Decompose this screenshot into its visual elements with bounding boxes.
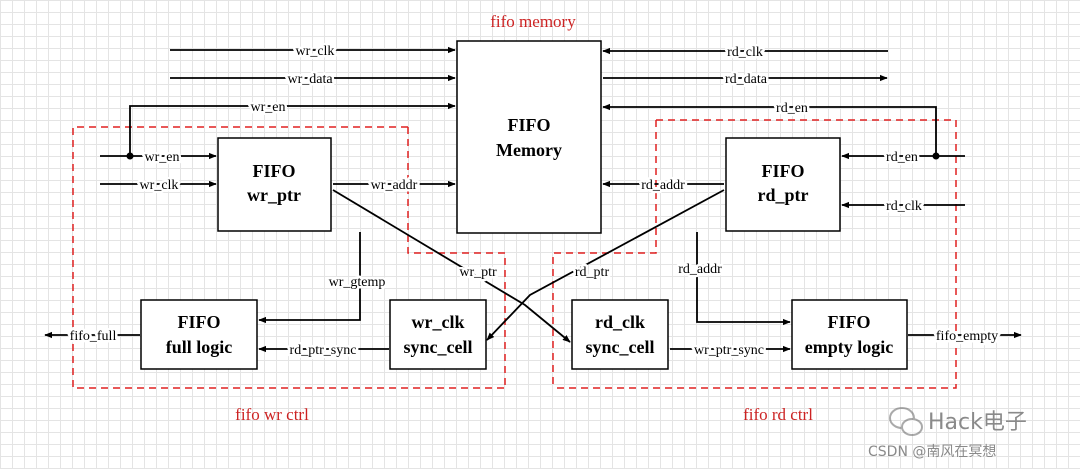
rd-ptr-line1: FIFO <box>762 161 805 181</box>
label-rd-en-top: rd_en <box>776 101 808 116</box>
wechat-logo-icon <box>889 407 923 436</box>
empty-logic-line2: empty logic <box>805 337 893 357</box>
wr-sync-line1: wr_clk <box>412 312 465 332</box>
rd-addr-lower-line <box>696 232 791 326</box>
label-wr-clk-top: wr_clk <box>296 44 335 59</box>
empty-logic-line1: FIFO <box>828 312 871 332</box>
label-rd-clk-top: rd_clk <box>727 45 763 60</box>
full-logic-line1: FIFO <box>178 312 221 332</box>
rd-en-junction <box>932 152 940 160</box>
label-wr-data: wr_data <box>287 72 333 87</box>
label-wr-en-top: wr_en <box>251 100 286 115</box>
rd-ptr-line2: rd_ptr <box>758 185 809 205</box>
empty-logic-block: FIFO empty logic <box>791 299 908 370</box>
wr-ptr-line2: wr_ptr <box>247 185 301 205</box>
label-fifo-full: fifo_full <box>70 329 117 344</box>
fifo-memory-block: FIFO Memory <box>456 40 602 234</box>
memory-region-border-right <box>552 120 657 388</box>
label-rd-addr: rd_addr <box>641 178 685 193</box>
label-rd-addr-lower: rd_addr <box>678 262 722 277</box>
rd-en-top-line <box>602 103 937 156</box>
region-label-rd-ctrl: fifo rd ctrl <box>743 405 813 424</box>
wr-ptr-line1: FIFO <box>253 161 296 181</box>
rd-sync-line2: sync_cell <box>586 337 655 357</box>
label-wr-addr: wr_addr <box>371 178 418 193</box>
label-wr-en-left: wr_en <box>145 150 180 165</box>
watermark-brand: Hack电子 <box>928 410 1027 435</box>
wr-sync-cell-block: wr_clk sync_cell <box>389 299 487 370</box>
region-label-memory: fifo memory <box>490 12 576 31</box>
fifo-memory-line2: Memory <box>496 140 562 160</box>
rd-ptr-block: FIFO rd_ptr <box>725 137 841 232</box>
label-rd-clk-right: rd_clk <box>886 199 922 214</box>
wr-ptr-cross-line <box>332 189 571 343</box>
rd-sync-line1: rd_clk <box>595 312 645 332</box>
wr-sync-line2: sync_cell <box>404 337 473 357</box>
label-rd-en-right: rd_en <box>886 150 918 165</box>
label-wr-ptr-sync: wr_ptr_sync <box>694 343 764 358</box>
wr-en-top-line <box>129 102 456 156</box>
wr-gtemp-line <box>258 232 361 324</box>
label-rd-ptr-sync: rd_ptr_sync <box>290 343 357 358</box>
full-logic-line2: full logic <box>166 337 233 357</box>
fifo-memory-line1: FIFO <box>508 115 551 135</box>
label-wr-ptr: wr_ptr <box>459 265 497 280</box>
label-wr-gtemp: wr_gtemp <box>329 275 386 290</box>
full-logic-block: FIFO full logic <box>140 299 258 370</box>
rd-ctrl-region-border <box>553 119 957 389</box>
label-rd-ptr: rd_ptr <box>575 265 610 280</box>
label-fifo-empty: fifo_empty <box>936 329 998 344</box>
label-wr-clk-left: wr_clk <box>140 178 179 193</box>
wr-ptr-block: FIFO wr_ptr <box>217 137 332 232</box>
rd-ptr-cross-line <box>486 189 725 341</box>
label-rd-data: rd_data <box>725 72 768 87</box>
region-label-wr-ctrl: fifo wr ctrl <box>235 405 309 424</box>
watermark-credit: CSDN @南风在冥想 <box>868 444 996 460</box>
rd-sync-cell-block: rd_clk sync_cell <box>571 299 669 370</box>
wr-en-junction <box>126 152 134 160</box>
